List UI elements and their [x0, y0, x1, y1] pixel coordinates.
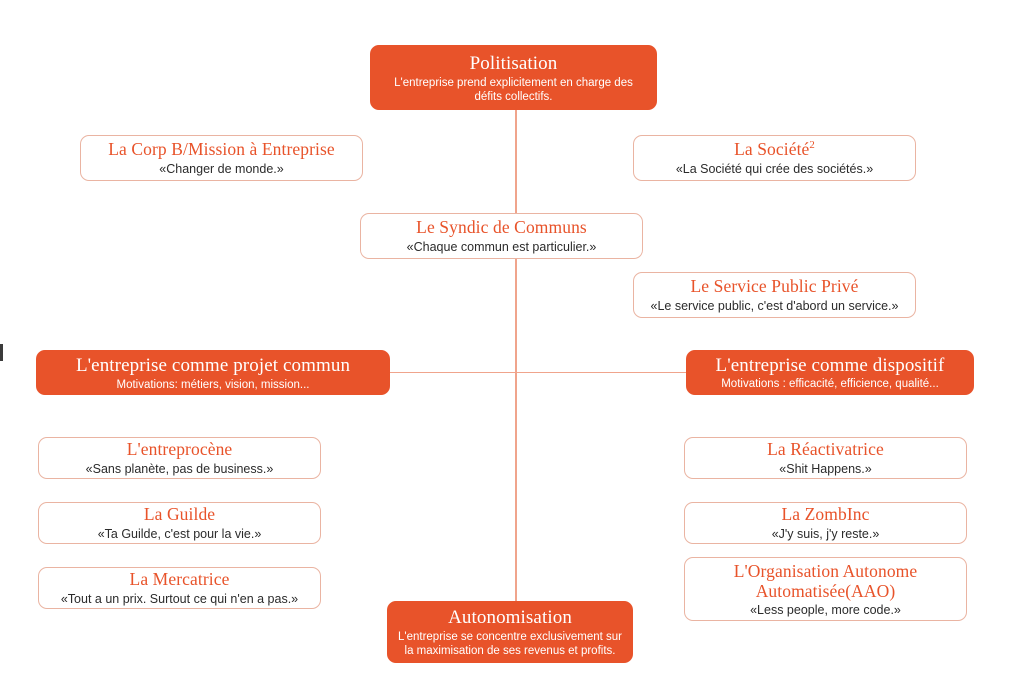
- pole-entreprise-projet-commun[interactable]: L'entreprise comme projet commun Motivat…: [36, 350, 390, 395]
- pole-dispositif-subtitle: Motivations : efficacité, efficience, qu…: [721, 378, 939, 390]
- node-organisation-autonome-automatisee[interactable]: L'Organisation Autonome Automatisée(AAO)…: [684, 557, 967, 621]
- pole-entreprise-dispositif[interactable]: L'entreprise comme dispositif Motivation…: [686, 350, 974, 395]
- node-la-societe-title: La Société2: [734, 139, 815, 160]
- pole-politisation-title: Politisation: [469, 52, 558, 74]
- node-entreprocene-title: L'entreprocène: [126, 439, 233, 459]
- node-la-zombinc-title: La ZombInc: [781, 504, 870, 524]
- node-syndic-subtitle: «Chaque commun est particulier.»: [406, 240, 597, 254]
- node-service-public-title: Le Service Public Privé: [690, 276, 859, 296]
- node-la-guilde-title: La Guilde: [143, 504, 216, 524]
- node-la-zombinc[interactable]: La ZombInc «J'y suis, j'y reste.»: [684, 502, 967, 544]
- node-corp-b-subtitle: «Changer de monde.»: [159, 162, 284, 176]
- node-la-mercatrice-title: La Mercatrice: [129, 569, 230, 589]
- pole-autonomisation[interactable]: Autonomisation L'entreprise se concentre…: [387, 601, 633, 663]
- node-aao-title: L'Organisation Autonome Automatisée(AAO): [733, 560, 918, 601]
- node-syndic-title: Le Syndic de Communs: [416, 217, 587, 237]
- pole-projet-commun-subtitle: Motivations: métiers, vision, mission...: [116, 378, 310, 391]
- node-la-guilde[interactable]: La Guilde «Ta Guilde, c'est pour la vie.…: [38, 502, 321, 544]
- node-la-guilde-subtitle: «Ta Guilde, c'est pour la vie.»: [97, 527, 262, 541]
- node-la-societe-superscript: 2: [809, 139, 815, 152]
- pole-autonomisation-title: Autonomisation: [448, 607, 572, 628]
- node-service-public-subtitle: «Le service public, c'est d'abord un ser…: [650, 299, 899, 313]
- node-la-reactivatrice[interactable]: La Réactivatrice «Shit Happens.»: [684, 437, 967, 479]
- pole-autonomisation-subtitle: L'entreprise se concentre exclusivement …: [398, 631, 622, 657]
- pole-dispositif-title: L'entreprise comme dispositif: [715, 355, 945, 376]
- horizontal-axis-line: [388, 372, 688, 373]
- node-la-reactivatrice-title: La Réactivatrice: [767, 439, 884, 459]
- node-la-societe-subtitle: «La Société qui crée des sociétés.»: [675, 162, 874, 176]
- node-corp-b-title: La Corp B/Mission à Entreprise: [108, 139, 335, 159]
- node-la-mercatrice-subtitle: «Tout a un prix. Surtout ce qui n'en a p…: [60, 592, 299, 606]
- node-service-public-prive[interactable]: Le Service Public Privé «Le service publ…: [633, 272, 916, 318]
- node-entreprocene-subtitle: «Sans planète, pas de business.»: [85, 462, 274, 476]
- node-la-societe-carre[interactable]: La Société2 «La Société qui crée des soc…: [633, 135, 916, 181]
- node-aao-subtitle: «Less people, more code.»: [750, 602, 901, 617]
- node-la-zombinc-subtitle: «J'y suis, j'y reste.»: [771, 527, 880, 541]
- pole-politisation[interactable]: Politisation L'entreprise prend explicit…: [370, 45, 657, 110]
- left-edge-tick-mark: [0, 344, 3, 361]
- node-la-societe-title-text: La Société: [734, 139, 810, 159]
- vertical-axis-line: [515, 105, 517, 605]
- node-entreprocene[interactable]: L'entreprocène «Sans planète, pas de bus…: [38, 437, 321, 479]
- node-la-mercatrice[interactable]: La Mercatrice «Tout a un prix. Surtout c…: [38, 567, 321, 609]
- node-syndic-de-communs[interactable]: Le Syndic de Communs «Chaque commun est …: [360, 213, 643, 259]
- pole-projet-commun-title: L'entreprise comme projet commun: [75, 354, 351, 376]
- node-corp-b-mission-entreprise[interactable]: La Corp B/Mission à Entreprise «Changer …: [80, 135, 363, 181]
- pole-politisation-subtitle: L'entreprise prend explicitement en char…: [394, 76, 633, 103]
- node-la-reactivatrice-subtitle: «Shit Happens.»: [779, 462, 872, 476]
